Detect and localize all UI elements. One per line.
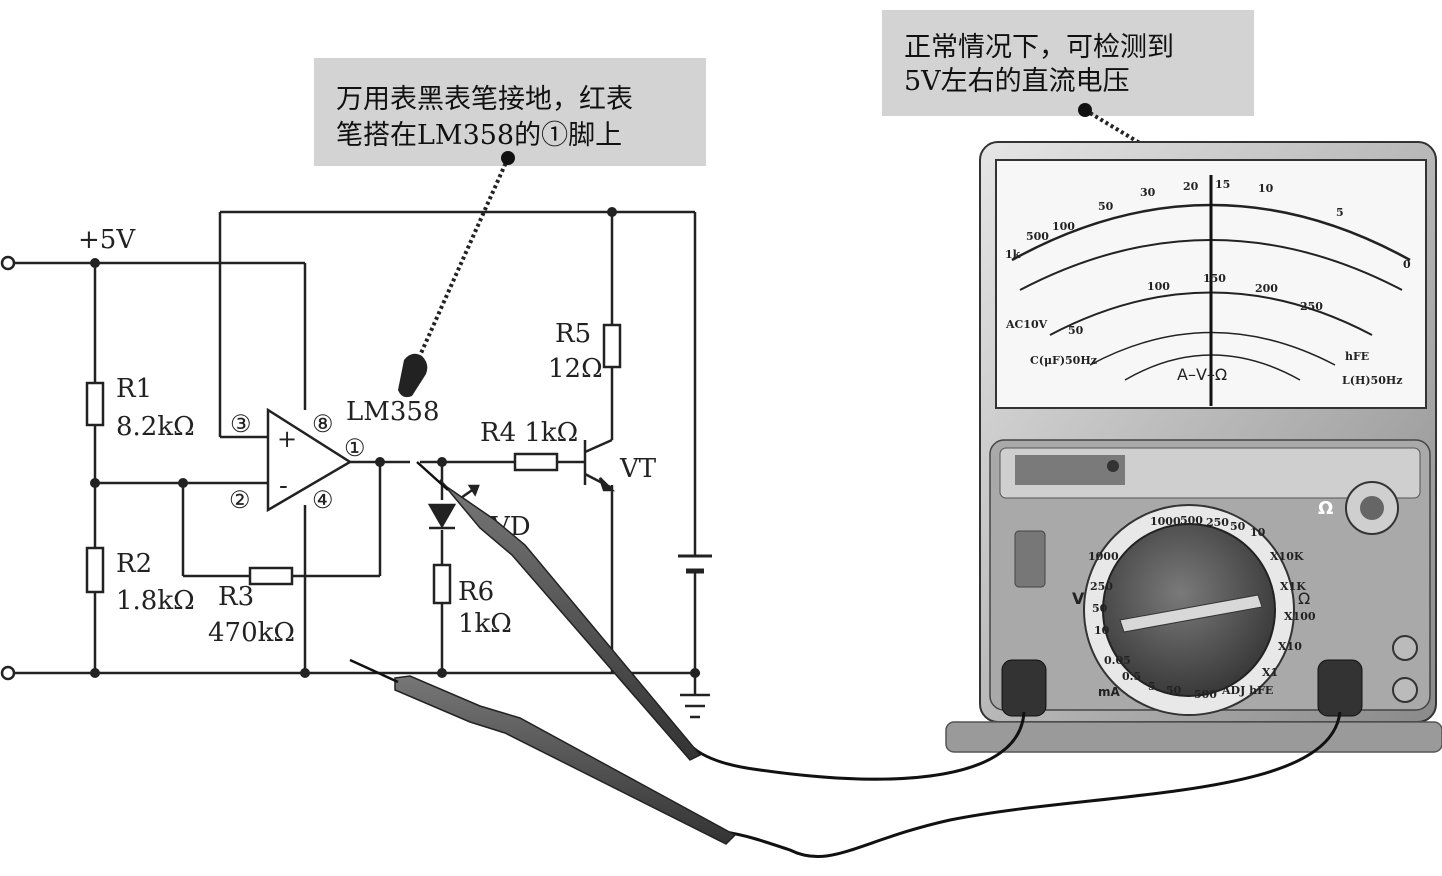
- dial-v-10: 10: [1094, 624, 1110, 637]
- r3-value: 470kΩ: [208, 618, 295, 648]
- led-vd: [427, 484, 480, 530]
- resistor-r6: [432, 563, 452, 605]
- label-avo: A–V–Ω: [1177, 365, 1227, 384]
- dial-ma-mark: mA: [1098, 685, 1121, 699]
- label-cap: C(μF)50Hz: [1030, 354, 1097, 367]
- dcv-0: 50: [1068, 324, 1084, 337]
- dial-top-250: 250: [1206, 516, 1229, 529]
- pin8-label: ⑧: [312, 410, 334, 438]
- r3-name: R3: [218, 582, 254, 612]
- r1-name: R1: [116, 374, 152, 404]
- ohm-adjust-label: Ω: [1318, 498, 1333, 519]
- circuit-labels: +5V R1 8.2kΩ R2 1.8kΩ R3 470kΩ R4 1kΩ R5…: [78, 225, 657, 648]
- range-selector-pointer: [1119, 594, 1263, 633]
- dial-top-10: 10: [1250, 526, 1266, 539]
- dial-ma-500: 500: [1194, 688, 1217, 701]
- resistor-r3: [248, 566, 294, 586]
- dial-ohm-x10: X10: [1278, 640, 1302, 653]
- label-hfe: hFE: [1345, 350, 1369, 363]
- dial-adj-hfe: ADJ hFE: [1221, 684, 1273, 697]
- callout-right-line1: 正常情况下，可检测到: [904, 32, 1174, 63]
- dcv-2: 150: [1203, 272, 1226, 285]
- dial-v-50: 50: [1092, 602, 1108, 615]
- r5-name: R5: [555, 319, 591, 349]
- label-ind: L(H)50Hz: [1342, 374, 1402, 387]
- ground-symbol: [680, 693, 710, 719]
- dial-ohm-x100: X100: [1284, 610, 1316, 623]
- transistor-label: VT: [619, 454, 657, 484]
- red-probe: [416, 461, 702, 761]
- callout-left: 万用表黑表笔接地，红表 笔搭在LM358的①脚上: [314, 58, 706, 398]
- top-scale-2: 500: [1026, 230, 1049, 243]
- supply-label: +5V: [78, 225, 136, 255]
- top-scale-3: 100: [1052, 220, 1075, 233]
- jack-positive[interactable]: [1317, 659, 1363, 717]
- dial-ohm-x10k: X10K: [1270, 550, 1304, 563]
- r6-value: 1kΩ: [458, 609, 512, 639]
- top-scale-1: 1k: [1005, 248, 1021, 261]
- jack-5a[interactable]: [1392, 677, 1418, 703]
- label-ac10v: AC10V: [1005, 318, 1048, 331]
- dcv-3: 200: [1255, 282, 1278, 295]
- dial-top-500: 500: [1180, 514, 1203, 527]
- op-amp-plus: +: [277, 425, 297, 453]
- r5-value: 12Ω: [548, 354, 603, 384]
- junction-dots: [90, 207, 700, 678]
- pin2-label: ②: [229, 486, 251, 514]
- pin3-label: ③: [230, 410, 252, 438]
- dcv-1: 100: [1147, 280, 1170, 293]
- callout-left-line1: 万用表黑表笔接地，红表: [336, 84, 633, 115]
- resistor-r2: [85, 546, 105, 594]
- input-terminals: [0, 255, 16, 681]
- top-scale-7: 15: [1215, 178, 1230, 191]
- top-scale-9: 5: [1336, 206, 1344, 219]
- r4-label: R4 1kΩ: [480, 418, 578, 448]
- r1-value: 8.2kΩ: [116, 412, 195, 442]
- battery: [678, 554, 712, 574]
- circuit-wires: [10, 210, 700, 695]
- top-scale-8: 10: [1258, 182, 1274, 195]
- test-leads: [688, 711, 1342, 859]
- dial-ma-5: 5: [1148, 680, 1156, 693]
- dial-ohm-mark: Ω: [1298, 589, 1310, 608]
- pin1-label: ①: [344, 434, 366, 462]
- callout-right: 正常情况下，可检测到 5V左右的直流电压: [882, 10, 1254, 162]
- dial-v-mark: V: [1072, 589, 1085, 608]
- dial-ohm-x1k: X1K: [1280, 580, 1306, 593]
- dial-v-1000: 1000: [1088, 550, 1119, 563]
- dial-top-50: 50: [1230, 520, 1246, 533]
- dial-ma-50: 50: [1166, 684, 1182, 697]
- multimeter: 1k 500 100 50 30 20 15 10 5 0 50 100 150…: [945, 141, 1442, 753]
- r2-value: 1.8kΩ: [116, 586, 195, 616]
- r6-name: R6: [458, 577, 494, 607]
- dial-top-1000: 1000: [1150, 515, 1181, 528]
- ic-name: LM358: [346, 397, 440, 427]
- black-probe: [349, 658, 737, 845]
- callout-left-line2: 笔搭在LM358的①脚上: [336, 120, 622, 151]
- op-amp-lm358: + -: [266, 407, 353, 513]
- transistor-vt: [583, 438, 616, 492]
- top-scale-4: 50: [1098, 200, 1114, 213]
- jack-2500v[interactable]: [1392, 635, 1418, 661]
- resistor-r1: [85, 381, 105, 427]
- dial-ma-05: 0.5: [1122, 670, 1141, 683]
- pin4-label: ④: [312, 486, 334, 514]
- op-amp-minus: -: [279, 471, 288, 501]
- dcv-4: 250: [1300, 300, 1323, 313]
- top-scale-5: 30: [1140, 186, 1156, 199]
- r2-name: R2: [116, 549, 152, 579]
- dial-ohm-x1: X1: [1262, 666, 1278, 679]
- resistor-r5: [602, 323, 622, 369]
- resistor-r4: [513, 452, 559, 472]
- callout-right-line2: 5V左右的直流电压: [904, 66, 1130, 97]
- dial-v-250: 250: [1090, 580, 1113, 593]
- top-scale-10: 0: [1403, 258, 1411, 271]
- resistors: [85, 323, 622, 605]
- top-scale-6: 20: [1183, 180, 1199, 193]
- dial-ma-005: 0.05: [1104, 654, 1131, 667]
- jack-com[interactable]: [1001, 659, 1047, 717]
